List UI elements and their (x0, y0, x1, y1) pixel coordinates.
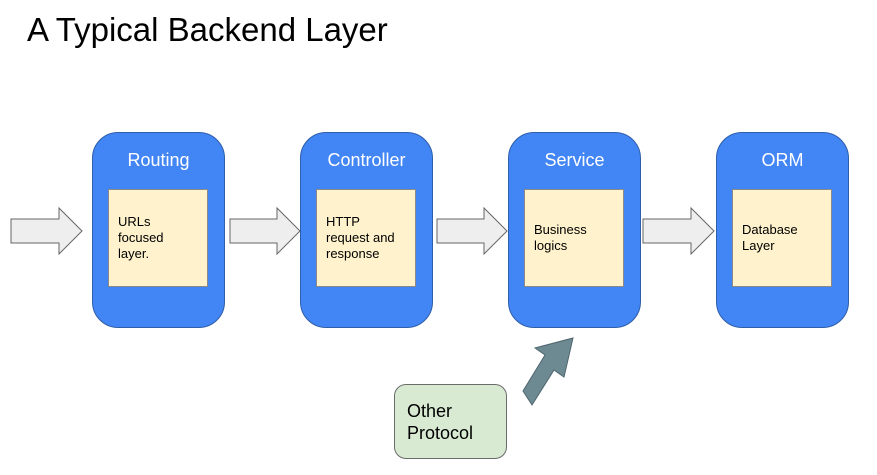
layer-title-orm: ORM (761, 150, 804, 170)
layer-box-controller: Controller HTTP request and response (300, 132, 433, 328)
entry-arrow (10, 206, 83, 256)
layer-box-routing: Routing URLs focused layer. (92, 132, 225, 328)
layer-box-orm: ORM Database Layer (716, 132, 849, 328)
layer-note-text-controller: HTTP request and response (326, 214, 395, 261)
slide-title: A Typical Backend Layer (27, 11, 388, 48)
controller-to-service-arrow (436, 206, 508, 256)
routing-to-controller-arrow (229, 206, 301, 256)
other-protocol-label: Other Protocol (407, 400, 474, 443)
layer-note-controller: HTTP request and response (316, 189, 416, 287)
layer-title-service: Service (544, 150, 605, 170)
layer-note-orm: Database Layer (732, 189, 832, 287)
layer-note-service: Business logics (524, 189, 624, 287)
layer-note-text-orm: Database Layer (742, 222, 798, 253)
service-to-orm-arrow (642, 206, 715, 256)
layer-title-routing: Routing (127, 150, 190, 170)
layer-note-text-service: Business logics (534, 222, 587, 253)
other-protocol-arrow (522, 337, 574, 406)
other-protocol-box: Other Protocol (394, 384, 507, 459)
layer-title-controller: Controller (327, 150, 406, 170)
layer-note-text-routing: URLs focused layer. (118, 214, 164, 261)
layer-note-routing: URLs focused layer. (108, 189, 208, 287)
layer-box-service: Service Business logics (508, 132, 641, 328)
